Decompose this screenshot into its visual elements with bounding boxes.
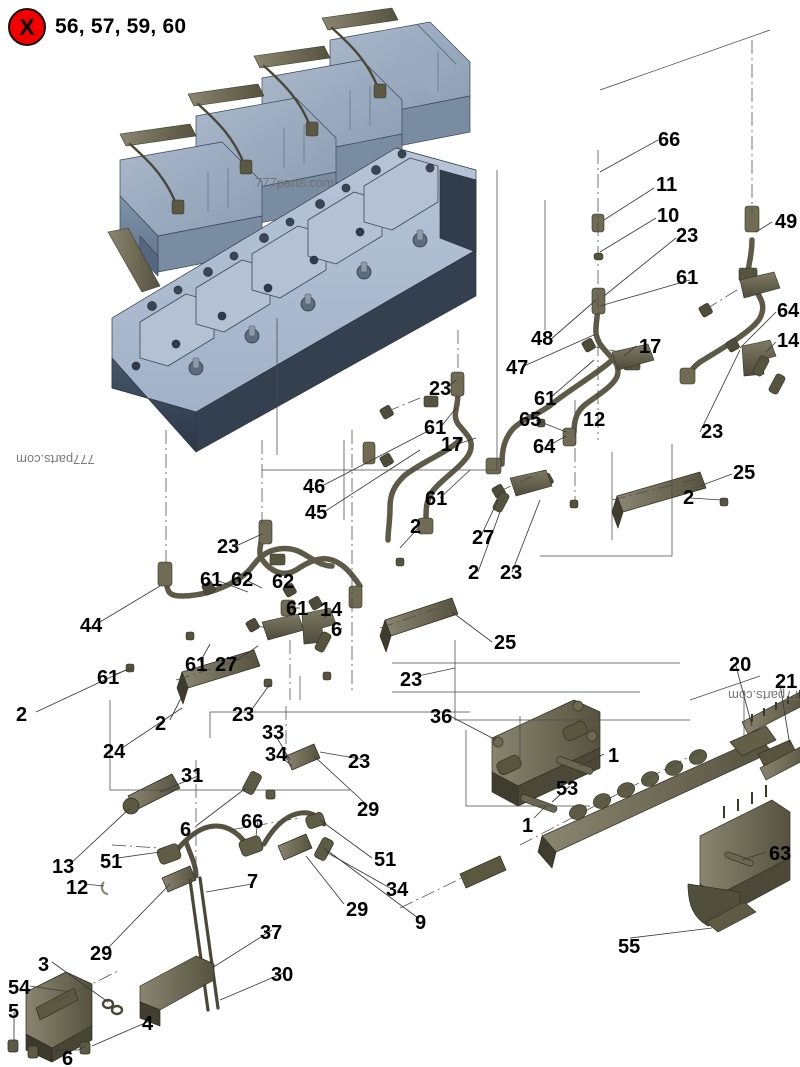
callout-number: 1 — [608, 745, 620, 767]
callout-number: 4 — [142, 1013, 154, 1035]
callout-number: 51 — [100, 851, 123, 873]
callout-number: 29 — [90, 943, 113, 965]
cylinder-head-assembly — [111, 147, 477, 453]
callout-number: 29 — [357, 799, 380, 821]
callout-number: 6 — [62, 1048, 74, 1067]
callout-number: 12 — [66, 877, 89, 899]
callout-number: 9 — [415, 912, 427, 934]
fitting-group — [157, 205, 781, 645]
callout-number: 34 — [265, 744, 288, 766]
callout-number: 44 — [80, 615, 103, 637]
callout-number: 45 — [305, 502, 328, 524]
callout-number: 23 — [701, 421, 724, 443]
callout-number: 5 — [8, 1001, 20, 1023]
callout-number: 48 — [531, 328, 554, 350]
callout-number: 61 — [286, 598, 309, 620]
callout-number: 20 — [729, 654, 752, 676]
callout-number: 29 — [346, 899, 369, 921]
header-note: X 56, 57, 59, 60 — [8, 8, 186, 46]
callout-number: 31 — [181, 765, 204, 787]
callout-number: 2 — [155, 713, 167, 735]
callout-number: 61 — [200, 569, 223, 591]
callout-number: 23 — [676, 225, 699, 247]
callout-number: 33 — [262, 722, 285, 744]
header-part-numbers: 56, 57, 59, 60 — [55, 15, 187, 38]
callout-number: 17 — [441, 434, 464, 456]
callout-number: 53 — [556, 778, 579, 800]
watermark: 777parts.com — [255, 175, 334, 190]
x-circle-icon: X — [8, 8, 46, 46]
callout-number: 37 — [260, 922, 283, 944]
callout-number: 49 — [775, 211, 798, 233]
callout-number: 64 — [533, 436, 556, 458]
watermark: 777parts.com — [16, 452, 95, 467]
callout-number: 54 — [8, 977, 31, 999]
callout-number: 23 — [232, 704, 255, 726]
callout-number: 2 — [468, 562, 480, 584]
callout-number: 66 — [658, 129, 681, 151]
callout-number: 62 — [231, 569, 254, 591]
callout-number: 23 — [400, 669, 423, 691]
callout-number: 61 — [97, 667, 120, 689]
callout-number: 10 — [657, 205, 680, 227]
callout-number: 14 — [320, 599, 343, 621]
callout-number: 51 — [374, 849, 397, 871]
callout-number: 36 — [430, 706, 453, 728]
callout-number: 23 — [429, 378, 452, 400]
callout-number: 23 — [217, 536, 240, 558]
callout-number: 23 — [348, 751, 371, 773]
callout-number: 2 — [683, 487, 695, 509]
callout-number: 3 — [38, 954, 50, 976]
callout-number: 55 — [618, 936, 641, 958]
callout-number: 30 — [271, 964, 294, 986]
callout-number: 25 — [494, 632, 517, 654]
callout-number: 17 — [639, 336, 662, 358]
bracket-clamp-group — [7, 743, 334, 1063]
callout-number: 65 — [519, 409, 542, 431]
callout-number: 61 — [534, 388, 557, 410]
callout-number: 61 — [676, 267, 699, 289]
fuel-line-group — [163, 237, 766, 879]
callout-number: 2 — [410, 516, 422, 538]
callout-number: 62 — [272, 571, 295, 593]
callout-number: 7 — [247, 871, 259, 893]
callout-number: 23 — [500, 562, 523, 584]
callout-number: 12 — [583, 409, 606, 431]
callout-number: 61 — [424, 417, 447, 439]
callout-number: 6 — [331, 619, 343, 641]
callout-number: 46 — [303, 476, 326, 498]
callout-number: 21 — [775, 671, 798, 693]
callout-number: 66 — [241, 811, 264, 833]
callout-number: 61 — [425, 488, 448, 510]
callout-number: 27 — [472, 527, 495, 549]
x-glyph: X — [19, 13, 35, 40]
callout-number: 24 — [103, 741, 126, 763]
callout-number: 61 — [185, 654, 208, 676]
callout-number: 6 — [180, 819, 192, 841]
callout-number: 25 — [733, 462, 756, 484]
callout-number: 27 — [215, 654, 238, 676]
callout-number: 14 — [777, 330, 800, 352]
callout-number: 47 — [506, 357, 529, 379]
callout-number: 2 — [16, 704, 28, 726]
callout-number: 63 — [769, 843, 792, 865]
valve-cover-assembly — [107, 7, 471, 293]
callout-number: 13 — [52, 856, 75, 878]
callout-number: 34 — [386, 879, 409, 901]
callout-number: 64 — [777, 300, 800, 322]
manifold-group — [459, 690, 800, 933]
callout-number: 1 — [522, 815, 534, 837]
callout-number: 11 — [656, 174, 678, 196]
